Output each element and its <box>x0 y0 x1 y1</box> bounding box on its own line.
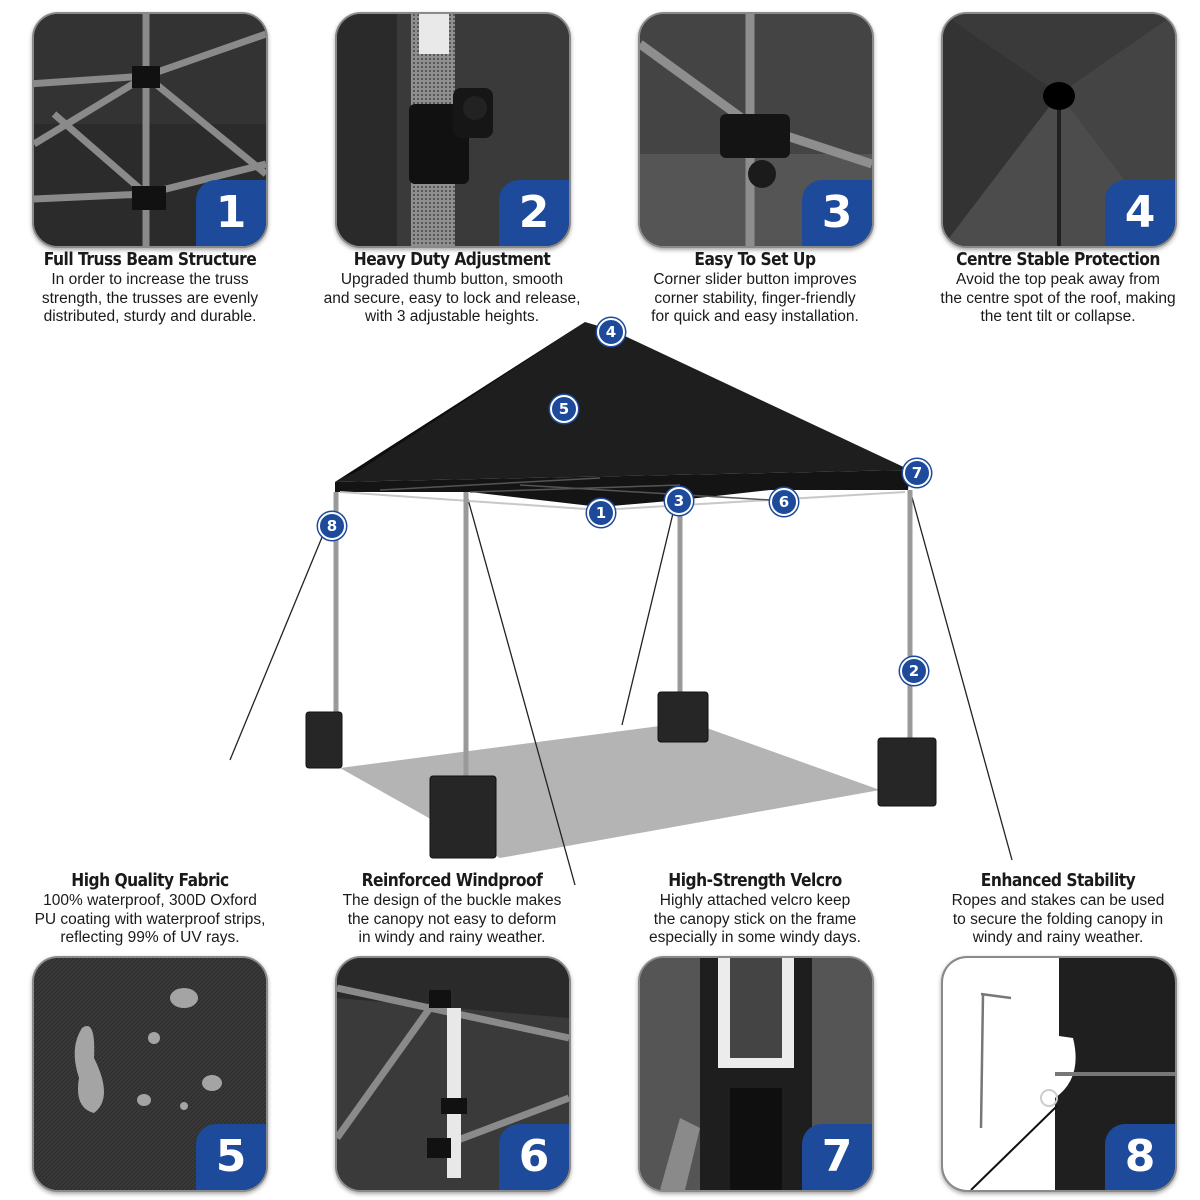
badge-3: 3 <box>802 180 872 246</box>
feature-8-title: Enhanced Stability <box>980 870 1136 891</box>
badge-1: 1 <box>196 180 266 246</box>
feature-2-text: Heavy Duty Adjustment Upgraded thumb but… <box>302 249 602 327</box>
badge-8: 8 <box>1105 1124 1175 1190</box>
feature-2-line-1: Upgraded thumb button, smooth <box>340 271 564 288</box>
feature-7-line-2: the canopy stick on the frame <box>653 910 857 928</box>
feature-1-line-2: strength, the trusses are evenly <box>41 289 259 307</box>
feature-6-title: Reinforced Windproof <box>361 870 543 891</box>
feature-tile-3: 3 <box>638 12 874 248</box>
feature-7-line-1: Highly attached velcro keep <box>659 892 851 909</box>
canopy-roof <box>335 322 910 482</box>
feature-7-text: High-Strength Velcro Highly attached vel… <box>605 870 905 948</box>
feature-1-line-3: distributed, sturdy and durable. <box>43 308 257 325</box>
thumb-button-image <box>337 14 569 246</box>
callout-8: 8 <box>318 512 346 540</box>
badge-7: 7 <box>802 1124 872 1190</box>
feature-8-line-2: to secure the folding canopy in <box>952 910 1164 928</box>
feature-4-line-1: Avoid the top peak away from <box>956 271 1160 288</box>
feature-1-text: Full Truss Beam Structure In order to in… <box>0 249 300 327</box>
feature-8-text: Enhanced Stability Ropes and stakes can … <box>908 870 1200 948</box>
feature-tile-4: 4 <box>941 12 1177 248</box>
feature-5-title: High Quality Fabric <box>71 870 229 891</box>
tent-legs <box>333 490 913 790</box>
badge-5: 5 <box>196 1124 266 1190</box>
feature-3-line-2: corner stability, finger-friendly <box>654 289 856 307</box>
feature-2-title: Heavy Duty Adjustment <box>353 249 551 270</box>
feature-3-line-3: for quick and easy installation. <box>651 308 859 325</box>
feature-5-line-2: PU coating with waterproof strips, <box>34 910 266 928</box>
ground-shadow <box>340 722 880 858</box>
feature-6-line-1: The design of the buckle makes <box>342 892 562 909</box>
feature-3-line-1: Corner slider button improves <box>653 271 857 288</box>
guy-ropes <box>229 489 1013 886</box>
callout-1: 1 <box>587 499 615 527</box>
feature-tile-6: 6 <box>335 956 571 1192</box>
callout-7: 7 <box>903 459 931 487</box>
callout-4: 4 <box>597 318 625 346</box>
feature-5-text: High Quality Fabric 100% waterproof, 300… <box>0 870 300 948</box>
feature-5-line-3: reflecting 99% of UV rays. <box>60 929 240 946</box>
feature-3-title: Easy To Set Up <box>694 249 816 270</box>
feature-8-line-1: Ropes and stakes can be used <box>951 892 1165 909</box>
feature-tile-5: 5 <box>32 956 268 1192</box>
feature-tile-1: 1 <box>32 12 268 248</box>
callout-3: 3 <box>665 487 693 515</box>
feature-7-title: High-Strength Velcro <box>668 870 842 891</box>
feature-6-line-3: in windy and rainy weather. <box>358 929 546 946</box>
feature-1-title: Full Truss Beam Structure <box>43 249 257 270</box>
callout-6: 6 <box>770 488 798 516</box>
callout-2: 2 <box>900 657 928 685</box>
feature-tile-7: 7 <box>638 956 874 1192</box>
feature-4-line-3: the tent tilt or collapse. <box>980 308 1136 325</box>
feature-4-title: Centre Stable Protection <box>956 249 1160 270</box>
feature-3-text: Easy To Set Up Corner slider button impr… <box>605 249 905 327</box>
feature-5-line-1: 100% waterproof, 300D Oxford <box>43 892 257 909</box>
truss-beam-image <box>34 14 266 246</box>
feature-2-line-3: with 3 adjustable heights. <box>364 308 540 325</box>
feature-2-line-2: and secure, easy to lock and release, <box>323 289 581 307</box>
feature-6-text: Reinforced Windproof The design of the b… <box>302 870 602 948</box>
canopy-valance <box>335 470 910 507</box>
badge-6: 6 <box>499 1124 569 1190</box>
feature-6-line-2: the canopy not easy to deform <box>347 910 557 928</box>
badge-2: 2 <box>499 180 569 246</box>
badge-4: 4 <box>1105 180 1175 246</box>
feature-1-line-1: In order to increase the truss <box>51 271 249 288</box>
feature-7-line-3: especially in some windy days. <box>649 929 861 946</box>
feature-tile-8: 8 <box>941 956 1177 1192</box>
feature-4-text: Centre Stable Protection Avoid the top p… <box>908 249 1200 327</box>
feature-8-line-3: windy and rainy weather. <box>972 929 1144 946</box>
callout-5: 5 <box>550 395 578 423</box>
weight-bags <box>305 691 937 859</box>
feature-tile-2: 2 <box>335 12 571 248</box>
feature-4-line-2: the centre spot of the roof, making <box>940 289 1176 307</box>
